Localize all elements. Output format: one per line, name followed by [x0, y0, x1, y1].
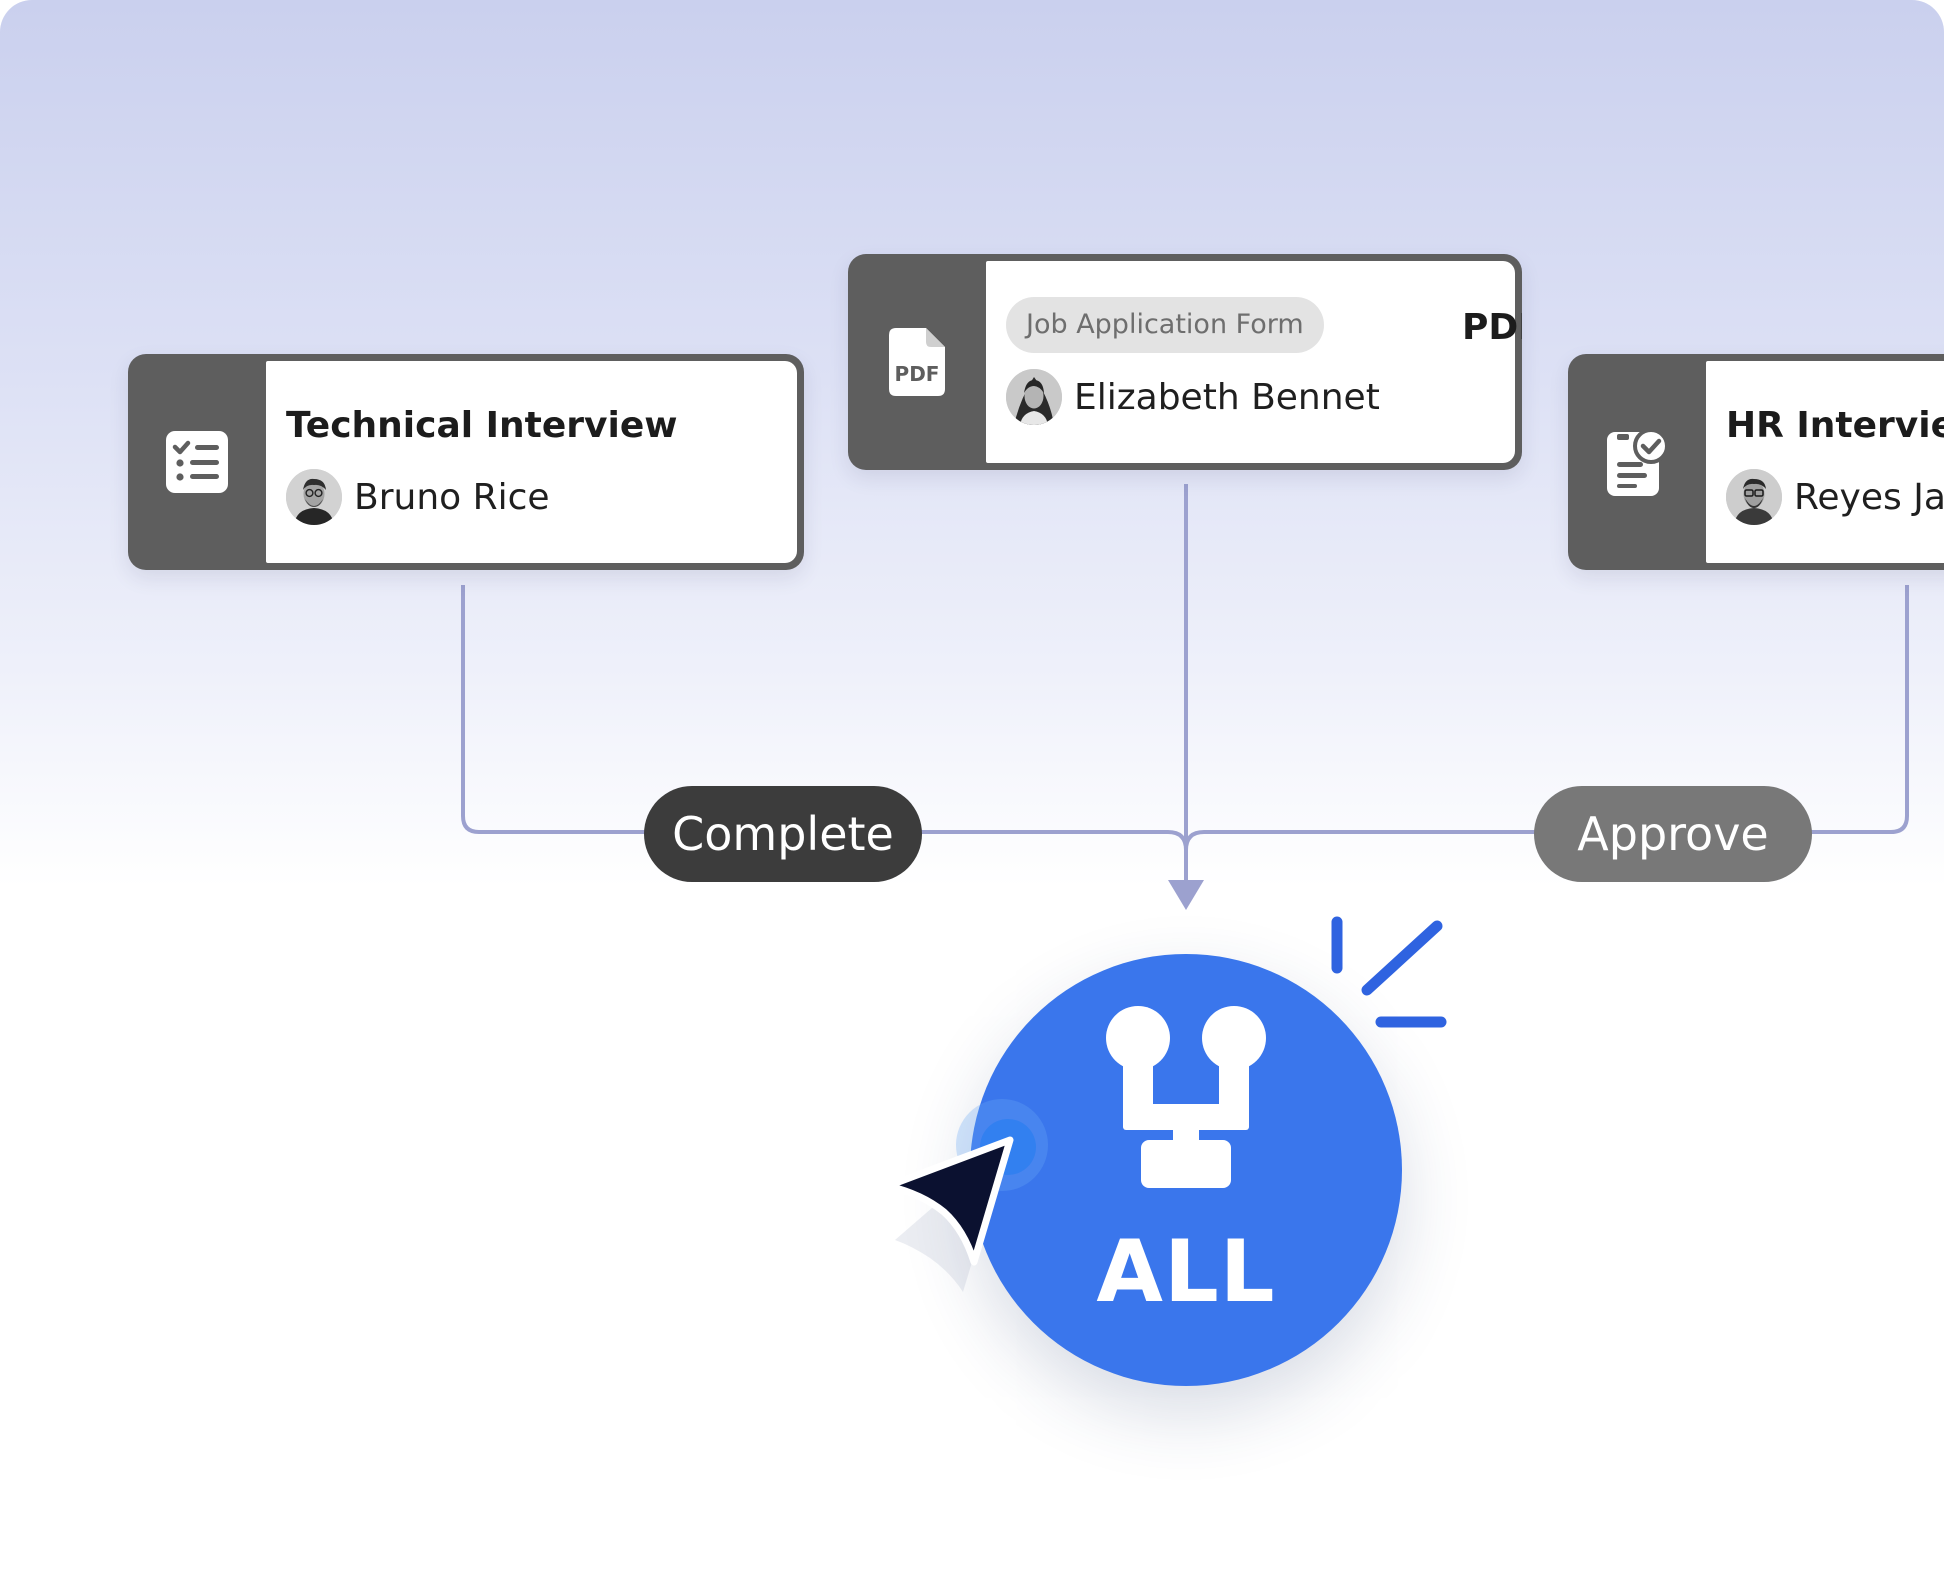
job-form-suffix: PDF [1462, 307, 1522, 348]
card-job-application-form[interactable]: PDF Job Application Form PDF Elizabeth B… [848, 254, 1522, 470]
card-technical-person-name: Bruno Rice [354, 476, 550, 518]
card-technical-title: Technical Interview [286, 405, 678, 446]
card-job-form-assignee: Elizabeth Bennet [1006, 369, 1380, 425]
connector-arrowhead [1168, 880, 1204, 910]
pdf-file-icon: PDF [848, 254, 986, 470]
avatar-bruno-rice [286, 469, 342, 525]
avatar-elizabeth-bennet [1006, 369, 1062, 425]
checklist-icon [128, 354, 266, 570]
card-hr-person-name: Reyes Jac [1794, 476, 1944, 518]
card-technical-assignee: Bruno Rice [286, 469, 550, 525]
all-merge-node[interactable]: ALL [970, 954, 1402, 1386]
approved-document-icon [1568, 354, 1706, 570]
card-hr-body: HR Interview Reyes Jac [1706, 361, 1944, 563]
card-job-form-body: Job Application Form PDF Elizabeth Benne… [986, 261, 1522, 463]
connector-hr [1184, 585, 1909, 851]
pdf-icon-text: PDF [895, 362, 940, 386]
card-technical-interview[interactable]: Technical Interview Bruno Rice [128, 354, 804, 570]
all-node-label: ALL [1096, 1222, 1276, 1322]
job-form-chip[interactable]: Job Application Form [1006, 297, 1324, 353]
avatar-reyes [1726, 469, 1782, 525]
card-job-form-person-name: Elizabeth Bennet [1074, 376, 1380, 418]
merge-flow-icon [1106, 1006, 1266, 1188]
card-hr-title: HR Interview [1726, 405, 1944, 446]
condition-approve[interactable]: Approve [1534, 786, 1812, 882]
card-hr-assignee: Reyes Jac [1726, 469, 1944, 525]
condition-complete[interactable]: Complete [644, 786, 922, 882]
card-technical-body: Technical Interview Bruno Rice [266, 361, 797, 563]
card-hr-interview[interactable]: HR Interview Reyes Jac [1568, 354, 1944, 570]
